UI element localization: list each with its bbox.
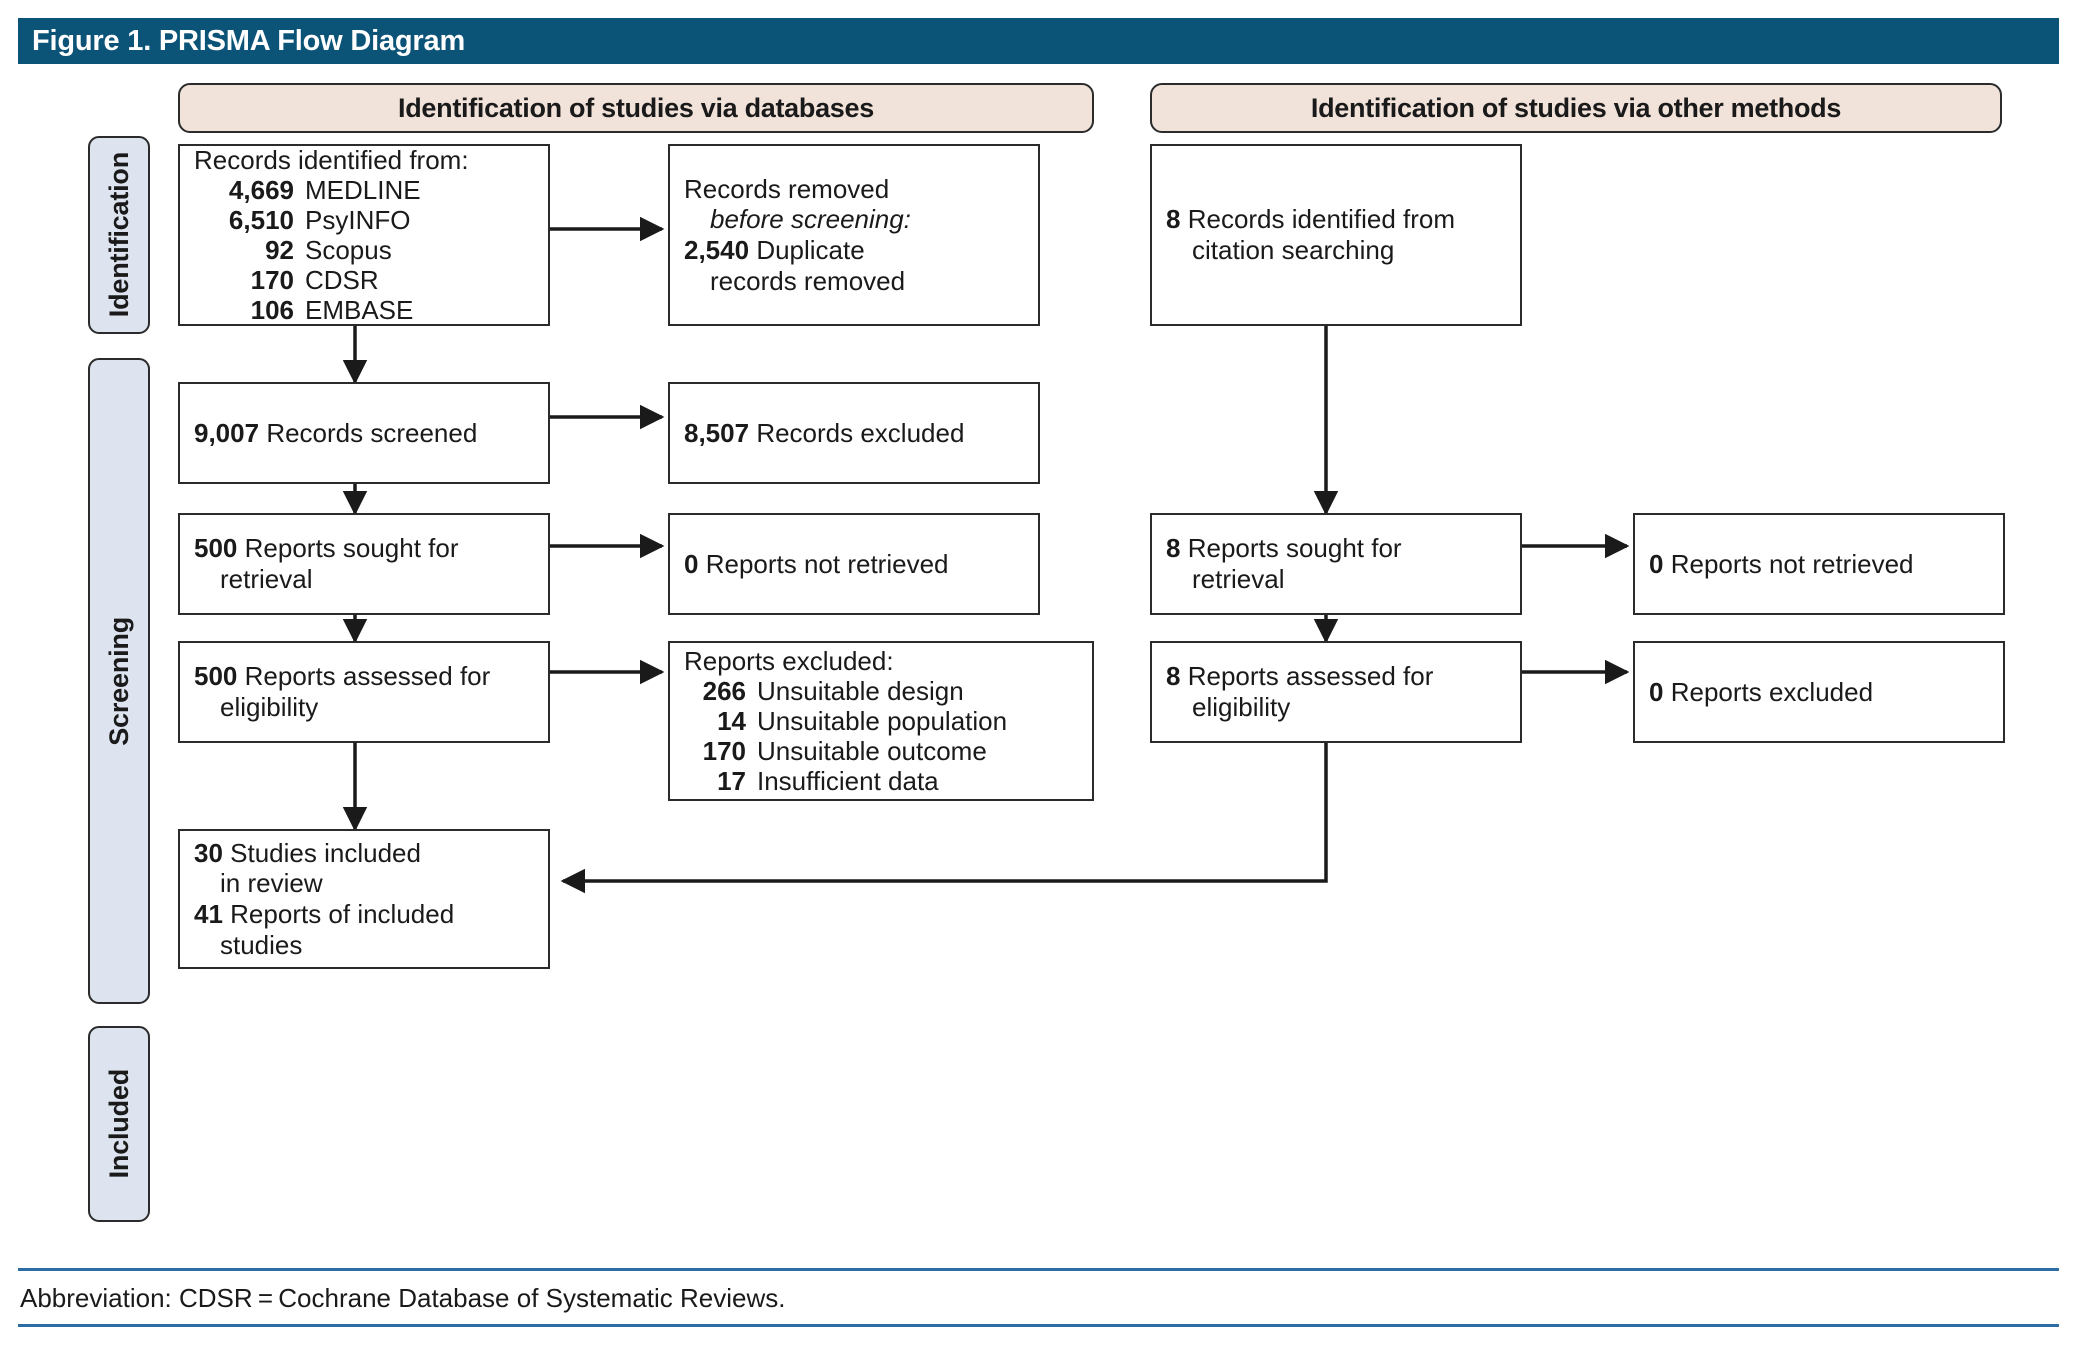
records-identified-row: 4,669 MEDLINE bbox=[228, 174, 421, 205]
records-identified-row: 106 EMBASE bbox=[250, 295, 414, 326]
footnote-rule-top bbox=[18, 1268, 2059, 1271]
reports-excluded-row: 266 Unsuitable design bbox=[702, 675, 964, 706]
other-not-retrieved-text: 0 Reports not retrieved bbox=[1649, 548, 1914, 579]
column-banner-databases: Identification of studies via databases bbox=[178, 83, 1094, 133]
other-identified-text: 8 Records identified from citation searc… bbox=[1166, 204, 1456, 265]
box-reports-sought: 500 Reports sought for retrieval bbox=[178, 513, 550, 615]
box-records-identified: Records identified from: 4,669 MEDLINE 6… bbox=[178, 144, 550, 326]
figure-title-bar: Figure 1. PRISMA Flow Diagram bbox=[18, 18, 2059, 64]
box-other-assessed: 8 Reports assessed for eligibility bbox=[1150, 641, 1522, 743]
reports-of-included-text: 41 Reports of included studies bbox=[194, 899, 455, 960]
prisma-flow-diagram: Identification Screening Included Identi… bbox=[0, 64, 2077, 1244]
records-removed-heading: Records removed before screening: bbox=[684, 173, 911, 235]
studies-included-text: 30 Studies included in review bbox=[194, 837, 421, 899]
reports-not-retrieved-text: 0 Reports not retrieved bbox=[684, 548, 949, 579]
box-reports-assessed: 500 Reports assessed for eligibility bbox=[178, 641, 550, 743]
box-records-removed: Records removed before screening: 2,540 … bbox=[668, 144, 1040, 326]
box-other-sought: 8 Reports sought for retrieval bbox=[1150, 513, 1522, 615]
abbreviation-note: Abbreviation: CDSR = Cochrane Database o… bbox=[20, 1283, 786, 1313]
figure-footnote: Abbreviation: CDSR = Cochrane Database o… bbox=[18, 1268, 2059, 1327]
box-other-identified: 8 Records identified from citation searc… bbox=[1150, 144, 1522, 326]
records-excluded-text: 8,507 Records excluded bbox=[684, 417, 965, 448]
reports-assessed-text: 500 Reports assessed for eligibility bbox=[194, 661, 491, 722]
other-excluded-text: 0 Reports excluded bbox=[1649, 676, 1874, 707]
reports-excluded-row: 17 Insufficient data bbox=[717, 766, 939, 797]
page-title: Figure 1. PRISMA Flow Diagram bbox=[32, 24, 466, 57]
records-identified-heading: Records identified from: bbox=[194, 144, 469, 175]
records-identified-row: 6,510 PsyINFO bbox=[228, 204, 411, 235]
records-removed-detail: 2,540 Duplicate records removed bbox=[684, 235, 906, 296]
box-records-excluded: 8,507 Records excluded bbox=[668, 382, 1040, 484]
column-banner-other-methods: Identification of studies via other meth… bbox=[1150, 83, 2002, 133]
reports-sought-text: 500 Reports sought for retrieval bbox=[194, 533, 459, 594]
box-studies-included: 30 Studies included in review 41 Reports… bbox=[178, 829, 550, 969]
reports-excluded-row: 14 Unsuitable population bbox=[717, 705, 1008, 736]
stage-label-screening: Screening bbox=[88, 358, 150, 1004]
box-other-excluded: 0 Reports excluded bbox=[1633, 641, 2005, 743]
stage-label-identification: Identification bbox=[88, 136, 150, 334]
reports-excluded-heading: Reports excluded: bbox=[684, 645, 894, 676]
other-assessed-text: 8 Reports assessed for eligibility bbox=[1166, 661, 1434, 722]
reports-excluded-row: 170 Unsuitable outcome bbox=[702, 736, 987, 767]
arrow-other-to-studies-included bbox=[560, 709, 1328, 894]
records-identified-row: 170 CDSR bbox=[250, 265, 379, 296]
records-screened-text: 9,007 Records screened bbox=[194, 417, 478, 448]
box-other-not-retrieved: 0 Reports not retrieved bbox=[1633, 513, 2005, 615]
footnote-rule-bottom bbox=[18, 1324, 2059, 1327]
stage-label-included: Included bbox=[88, 1026, 150, 1222]
box-reports-excluded-list: Reports excluded: 266 Unsuitable design … bbox=[668, 641, 1094, 801]
box-records-screened: 9,007 Records screened bbox=[178, 382, 550, 484]
other-sought-text: 8 Reports sought for retrieval bbox=[1166, 533, 1402, 594]
records-identified-row: 92 Scopus bbox=[265, 235, 392, 265]
box-reports-not-retrieved: 0 Reports not retrieved bbox=[668, 513, 1040, 615]
